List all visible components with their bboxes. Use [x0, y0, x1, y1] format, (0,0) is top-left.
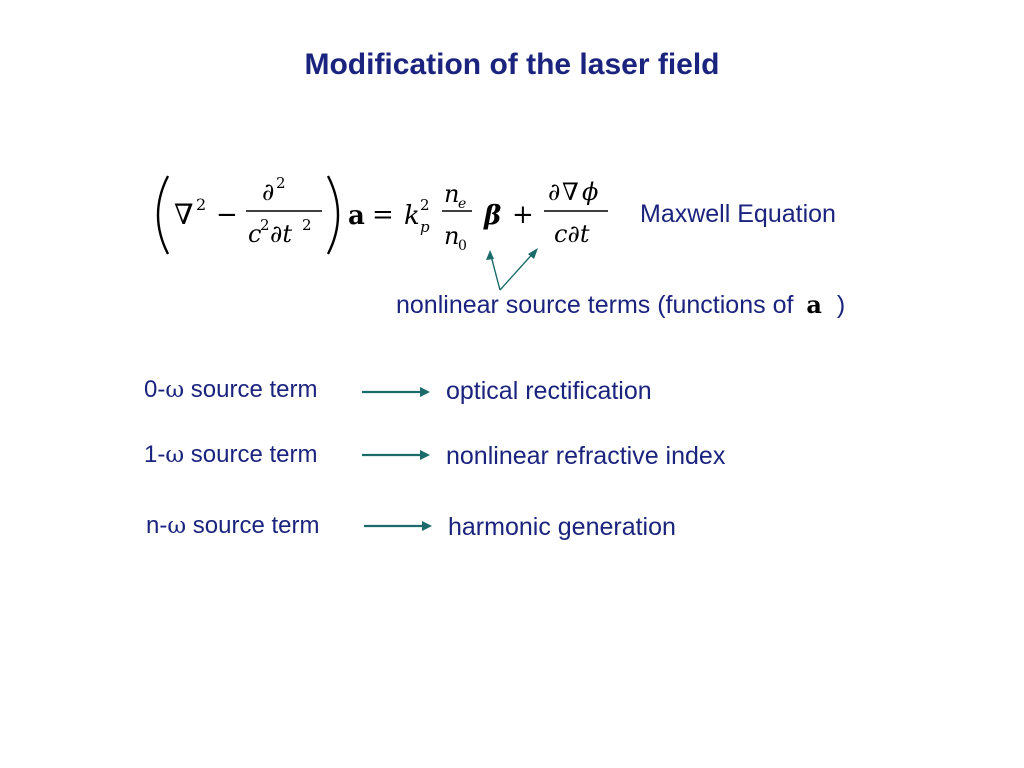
source-term-1: 1-ω source term: [144, 441, 317, 469]
svg-text:2: 2: [276, 174, 286, 192]
svg-text:β: β: [483, 201, 501, 231]
svg-text:∂: ∂: [548, 178, 560, 206]
source-term-0: 0-ω source term: [144, 376, 317, 404]
svg-text:0: 0: [458, 238, 467, 254]
omega-symbol: ω: [165, 442, 185, 468]
svg-text:e: e: [458, 196, 466, 212]
svg-text:2: 2: [196, 195, 206, 214]
svg-text:p: p: [420, 218, 430, 236]
right-arrow-icon: [362, 450, 430, 460]
result-0: optical rectification: [446, 377, 652, 405]
svg-text:=: =: [372, 200, 394, 230]
source-term-prefix: 1-: [144, 441, 166, 468]
omega-symbol: ω: [165, 377, 185, 403]
svg-text:2: 2: [302, 216, 312, 234]
svg-text:c: c: [248, 220, 261, 248]
svg-text:n: n: [444, 222, 459, 250]
svg-text:∇: ∇: [174, 198, 194, 231]
callout-text: nonlinear source terms (functions of a ): [396, 290, 845, 320]
svg-text:∂t: ∂t: [270, 220, 292, 248]
source-term-prefix: 0-: [144, 376, 166, 403]
callout-text-after: ): [836, 291, 846, 319]
source-term-suffix: source term: [184, 376, 318, 403]
callout-arrows: [486, 248, 538, 291]
omega-symbol: ω: [167, 513, 187, 539]
svg-text:a: a: [348, 201, 365, 231]
svg-text:ϕ: ϕ: [582, 178, 598, 206]
slide-title: Modification of the laser field: [304, 48, 720, 81]
svg-text:n: n: [444, 180, 459, 208]
svg-text:+: +: [512, 200, 534, 230]
result-1: nonlinear refractive index: [446, 442, 726, 470]
source-term-prefix: n-: [146, 512, 168, 539]
source-term-2: n-ω source term: [146, 512, 319, 540]
svg-text:2: 2: [260, 216, 270, 234]
maxwell-equation: ∇ 2 − ∂ 2 c 2 ∂t 2 a = k 2 p n e n: [156, 174, 608, 255]
callout-symbol: a: [806, 290, 822, 319]
result-2: harmonic generation: [448, 513, 676, 541]
source-term-suffix: source term: [186, 512, 320, 539]
right-arrow-icon: [362, 387, 430, 397]
svg-text:∂: ∂: [262, 178, 274, 206]
svg-text:c∂t: c∂t: [554, 220, 590, 248]
svg-text:2: 2: [420, 196, 430, 214]
callout-text-before: nonlinear source terms (functions of: [396, 291, 794, 319]
svg-text:−: −: [216, 200, 238, 230]
source-term-suffix: source term: [184, 441, 318, 468]
right-arrow-icon: [364, 521, 432, 531]
equation-label: Maxwell Equation: [640, 200, 836, 228]
svg-text:∇: ∇: [562, 178, 579, 206]
svg-text:k: k: [404, 201, 420, 231]
